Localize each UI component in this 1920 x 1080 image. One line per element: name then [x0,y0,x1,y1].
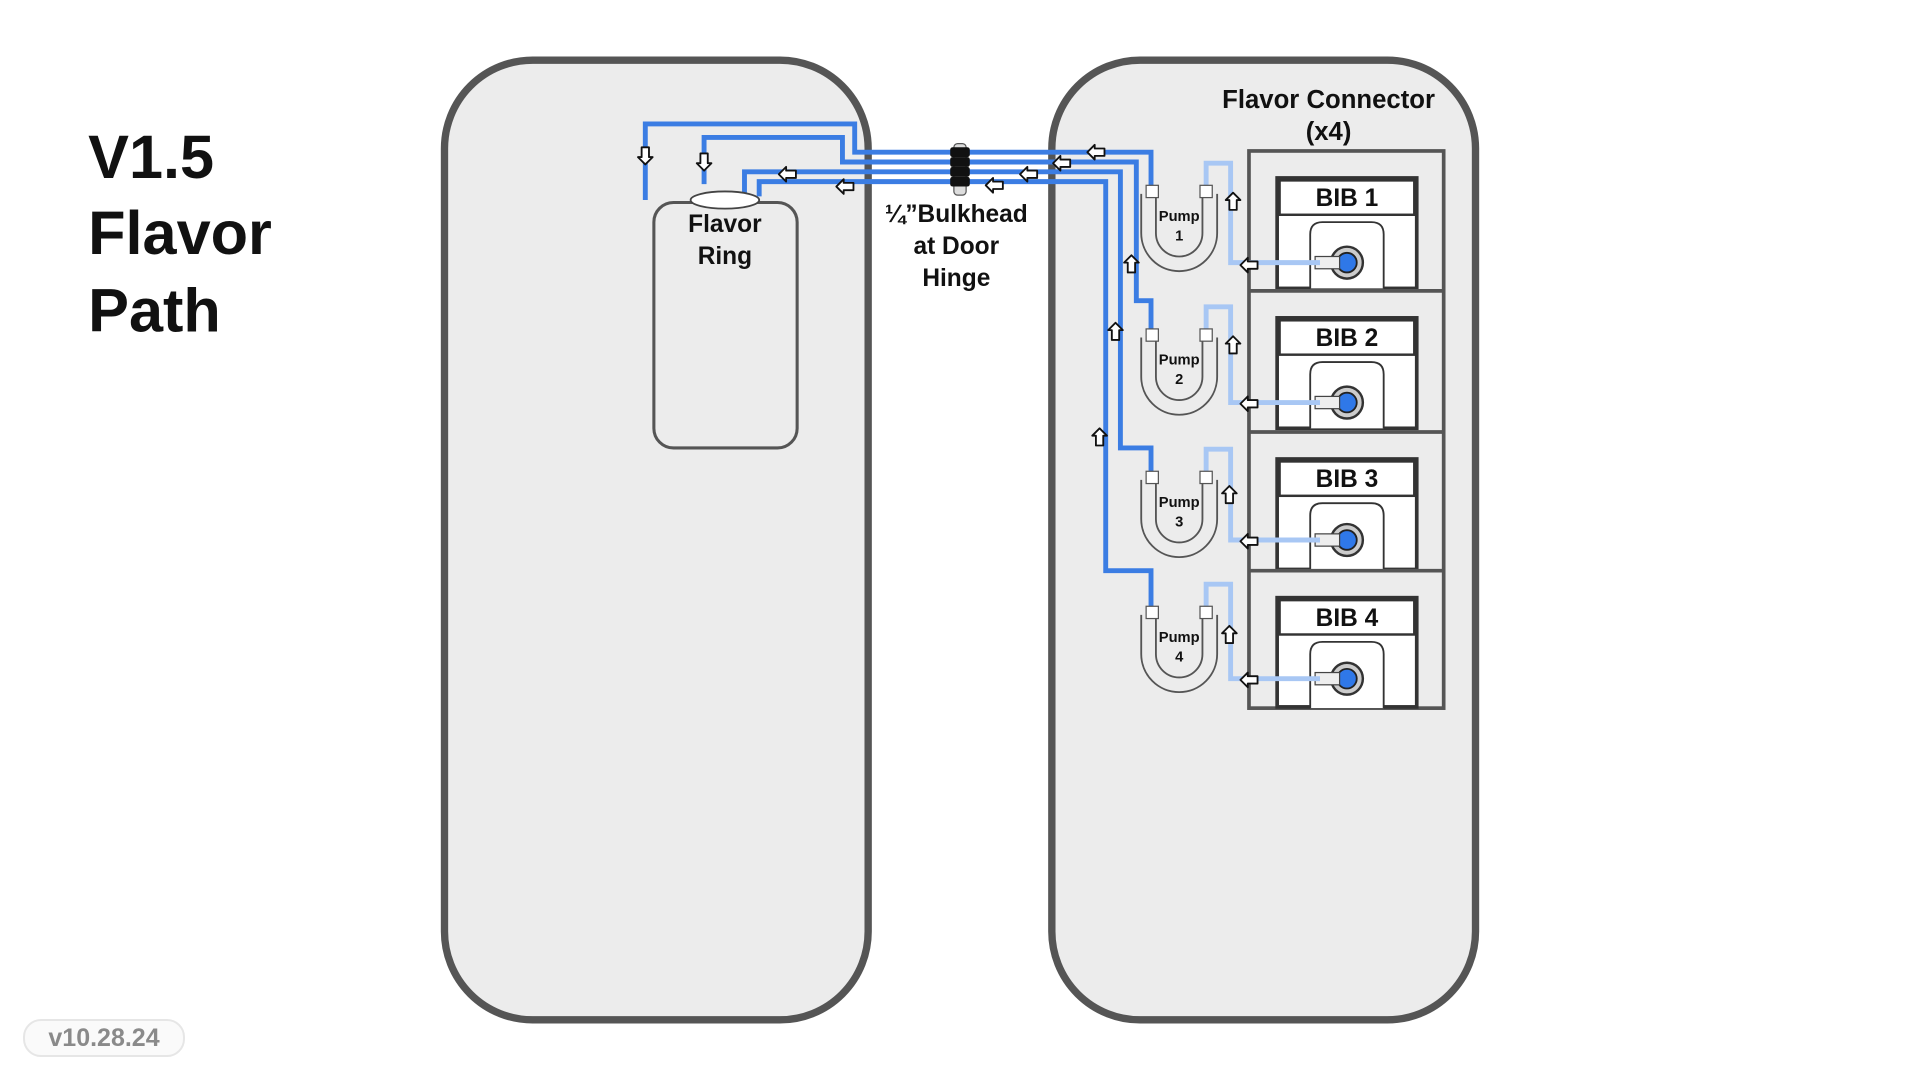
pump-4: Pump 4 [1140,605,1219,694]
pump-label: Pump [1159,630,1200,646]
flow-arrow-icon [835,178,855,195]
bib-label: BIB 1 [1316,185,1379,212]
flow-arrow-icon [1123,254,1140,274]
flow-arrow-icon [695,152,713,172]
supply-tube-4 [1203,581,1320,682]
flavor-tube-1 [642,121,1154,201]
pump-number: 2 [1175,372,1183,388]
pump-label: Pump [1159,352,1200,368]
flavor-ring-label-2: Ring [698,243,752,270]
flavor-tube-2 [701,135,1154,334]
version-badge: v10.28.24 [23,1019,185,1057]
flow-arrow-icon [1107,321,1124,341]
flow-arrow-icon [1221,485,1238,505]
bib-2: BIB 2 [1248,289,1444,431]
bulkhead-label-2: at Door [914,233,1000,260]
flavor-tube-3 [742,169,1154,477]
bulkhead-label-1: ¼”Bulkhead [885,201,1028,228]
bib-label-box [1278,598,1416,636]
flow-arrow-icon [1224,191,1242,211]
flow-arrow-icon [1224,335,1242,355]
bib-1: BIB 1 [1275,176,1419,291]
pump-1: Pump 1 [1140,184,1219,273]
bulkhead-fitting [950,142,970,196]
title-line-3: Path [88,276,221,344]
flow-arrow-icon [637,146,654,166]
pump-3: Pump 3 [1140,470,1219,559]
bib-label-box [1278,319,1416,356]
flow-arrow-icon [1239,256,1259,274]
flow-arrow-icon [1091,427,1108,447]
flow-arrow-icon [1019,165,1039,183]
flow-arrow-icon [1221,624,1238,645]
flow-arrow-icon [777,165,797,183]
bib-4: BIB 4 [1248,568,1444,709]
flavor-tube-4 [756,179,1154,612]
bib-label: BIB 4 [1316,605,1379,632]
bib-label-box [1278,179,1416,216]
bib-label: BIB 3 [1316,466,1379,493]
flow-arrow-icon [1086,143,1106,161]
title: V1.5 Flavor Path [88,123,272,344]
bib-3: BIB 3 [1248,430,1444,572]
flow-arrow-icon [1239,671,1259,689]
pump-label: Pump [1159,209,1200,225]
bulkhead-label-3: Hinge [922,265,990,292]
door-panel [440,56,872,1024]
flow-arrow-icon [1239,532,1259,550]
bib-label-box [1278,460,1416,498]
flavor-ring-label-1: Flavor [688,211,762,238]
flow-arrow-icon [1239,395,1259,413]
title-line-1: V1.5 [88,123,214,191]
supply-tube-2 [1203,304,1320,405]
bib-label: BIB 2 [1316,325,1379,352]
pump-number: 3 [1175,514,1183,530]
pump-2: Pump 2 [1140,328,1219,416]
supply-tube-3 [1203,446,1320,543]
pump-label: Pump [1159,495,1200,511]
supply-tube-1 [1203,160,1320,266]
pump-number: 1 [1175,229,1183,245]
connector-label-1: Flavor Connector [1222,86,1435,114]
flavor-ring [689,190,761,210]
flow-arrow-icon [1052,154,1072,172]
connector-label-2: (x4) [1306,118,1352,146]
title-line-2: Flavor [88,199,272,267]
flow-arrow-icon [984,177,1004,194]
pump-number: 4 [1175,649,1184,665]
